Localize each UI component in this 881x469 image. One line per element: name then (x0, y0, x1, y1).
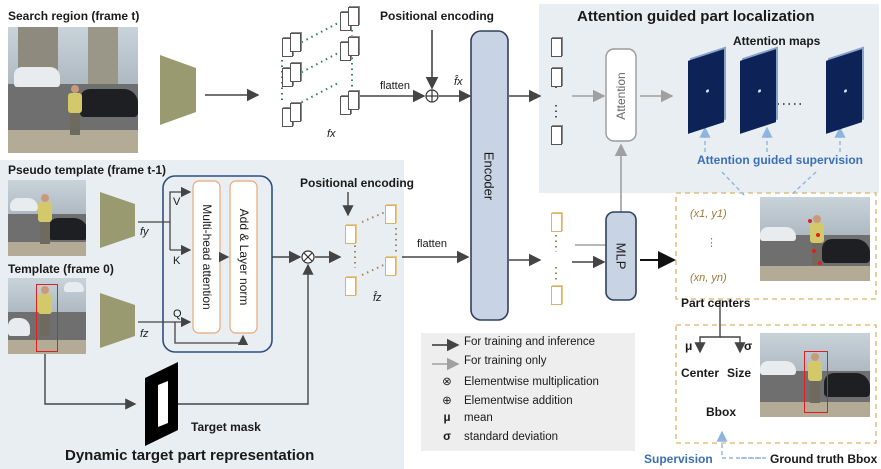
flatten-mid-label: flatten (417, 238, 447, 250)
pseudo-template-image (8, 180, 86, 256)
legend-row-mult: ⊗Elementwise multiplication (430, 374, 630, 393)
mha-label: Multi-head attention (200, 204, 214, 310)
dynamic-title: Dynamic target part representation (65, 447, 315, 464)
bbox-image (760, 333, 870, 417)
coord-first: (x1, y1) (690, 208, 727, 220)
attention-supervision-label: Attention guided supervision (697, 153, 864, 167)
addnorm-box (229, 180, 258, 334)
backbone-pseudo (100, 192, 135, 248)
legend-panel (421, 333, 635, 451)
flatten-top-label: flatten (380, 80, 410, 92)
part-centers-label: Part centers (681, 296, 751, 310)
positional-encoding-top-label: Positional encoding (380, 9, 495, 23)
size-label: Size (727, 366, 752, 380)
mu-label: μ (685, 339, 693, 353)
supervision-label: Supervision (644, 452, 713, 466)
encoder-label: Encoder (481, 151, 497, 201)
attention-block (605, 48, 637, 142)
center-label: Center (681, 366, 720, 380)
template-image (8, 278, 86, 354)
legend-row-train-only: For training only (464, 355, 547, 367)
fx-hat-label: f̂x (454, 76, 463, 88)
coord-last: (xn, yn) (690, 272, 727, 284)
fy-label: fy (140, 226, 149, 238)
plus-circle-icon: ⊕ (442, 395, 452, 407)
sigma-label: σ (744, 339, 753, 353)
fx-label: fx (327, 128, 336, 140)
addnorm-label: Add & Layer norm (237, 208, 251, 306)
backbone-template (100, 293, 135, 348)
fz-hat-label: f̂z (373, 292, 382, 304)
bbox-label: Bbox (706, 405, 736, 419)
target-mask-label: Target mask (191, 420, 261, 434)
template-label: Template (frame 0) (8, 262, 114, 276)
legend-row-train-infer: For training and inference (464, 336, 596, 348)
search-region-image (8, 27, 138, 153)
attention-maps-label: Attention maps (733, 34, 821, 48)
q-label: Q (173, 308, 182, 320)
part-centers-image (760, 197, 870, 281)
multiply-icon: ⊗ (442, 376, 452, 388)
encoder-block (470, 30, 509, 321)
pseudo-template-label: Pseudo template (frame t-1) (8, 163, 167, 177)
legend-row-add: ⊕Elementwise addition (430, 393, 630, 412)
search-region-label: Search region (frame t) (8, 9, 140, 23)
v-label: V (173, 196, 181, 208)
legend: For training and inference For training … (430, 336, 630, 450)
attention-block-label: Attention (614, 72, 628, 120)
positional-encoding-mid-label: Positional encoding (300, 176, 415, 190)
mlp-block (605, 211, 637, 301)
ground-truth-label: Ground truth Bbox (770, 452, 878, 466)
k-label: K (173, 255, 181, 267)
dynamic-module-box (162, 175, 273, 353)
backbone-search (160, 55, 196, 125)
fz-label: fz (140, 328, 149, 340)
attention-title: Attention guided part localization (577, 8, 815, 25)
coord-dots: ⋮ (706, 237, 717, 249)
mlp-label: MLP (613, 242, 629, 270)
